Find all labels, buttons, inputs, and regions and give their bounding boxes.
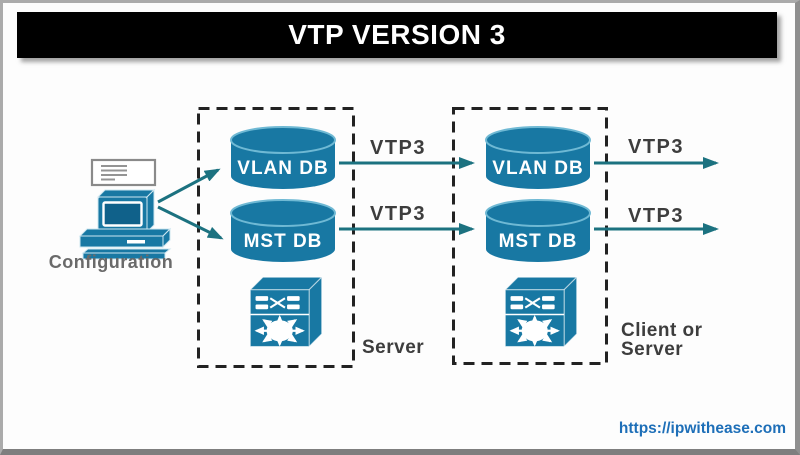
- mst-database-icon: MST DB: [230, 199, 336, 262]
- database-label: VLAN DB: [237, 158, 328, 179]
- page-title: VTP VERSION 3: [288, 19, 506, 50]
- server-role-label: Server: [362, 337, 425, 358]
- watermark-url: https://ipwithease.com: [618, 420, 786, 437]
- vtp3-link-label: VTP3: [369, 203, 427, 225]
- database-label: MST DB: [499, 231, 578, 252]
- vlan-database-icon: VLAN DB: [230, 126, 336, 189]
- vlan-database-icon: VLAN DB: [485, 126, 591, 189]
- client-group-box: [452, 107, 608, 365]
- monitor-icon: [96, 188, 156, 234]
- vtp3-link-label: VTP3: [369, 137, 427, 159]
- vtp3-link-label: VTP3: [627, 136, 685, 158]
- multilayer-switch-icon: [249, 275, 323, 348]
- database-label: VLAN DB: [492, 158, 583, 179]
- vtp3-link-label: VTP3: [627, 205, 685, 227]
- multilayer-switch-icon: [504, 275, 578, 348]
- database-label: MST DB: [244, 231, 323, 252]
- workstation-icon: [78, 158, 172, 260]
- document-icon: [90, 158, 157, 187]
- title-bar: VTP VERSION 3: [17, 12, 777, 58]
- server-group-box: [197, 107, 355, 368]
- client-role-label: Client or Server: [621, 320, 703, 360]
- configuration-label: Configuration: [48, 252, 174, 272]
- mst-database-icon: MST DB: [485, 199, 591, 262]
